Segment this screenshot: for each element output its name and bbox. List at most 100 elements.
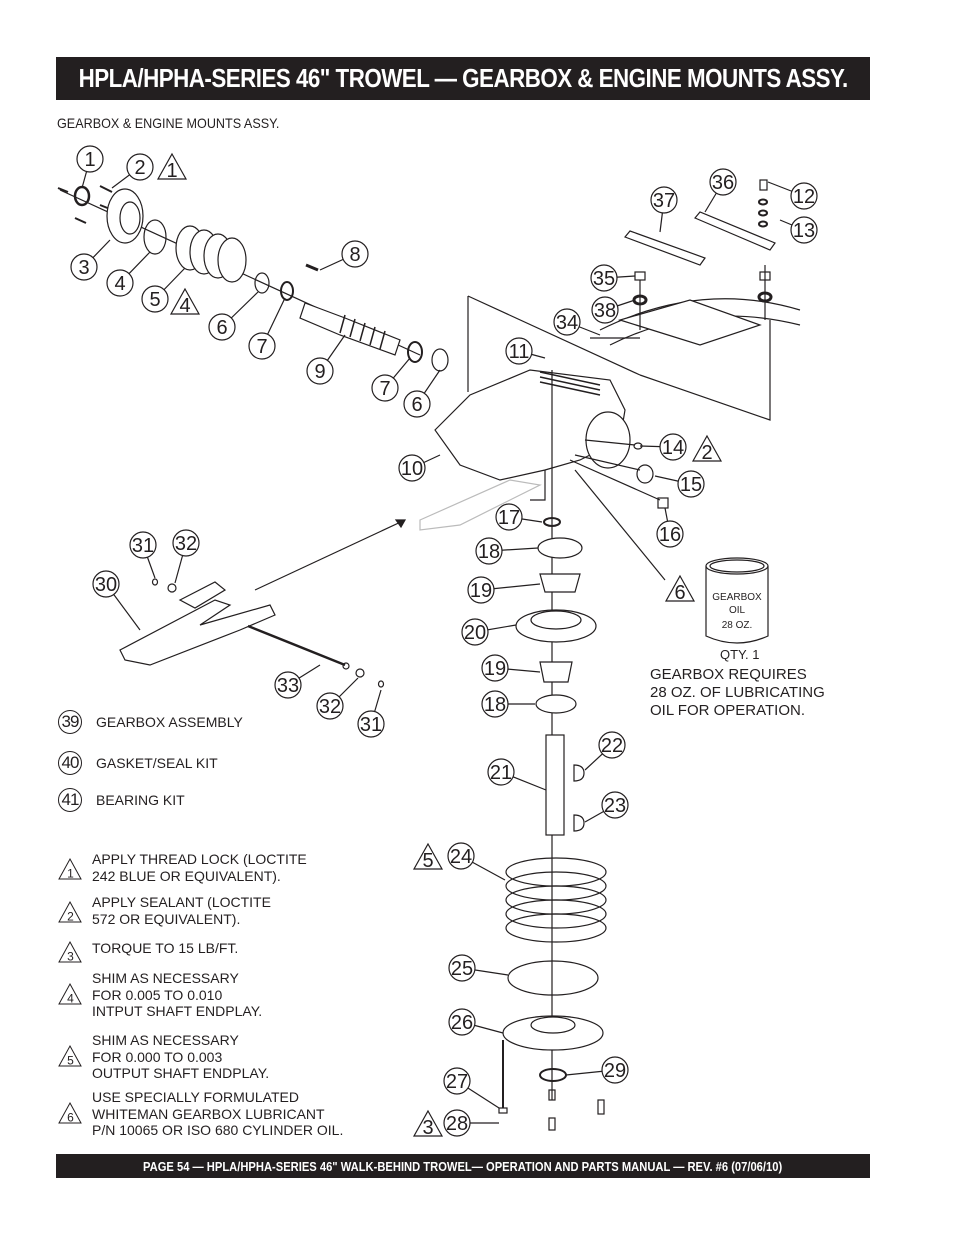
note-text: APPLY SEALANT (LOCTITE 572 OR EQUIVALENT… (92, 894, 271, 927)
callout-number: 38 (594, 300, 616, 322)
warning-triangle-icon: 5 (412, 842, 444, 872)
note-item: 6 USE SPECIALLY FORMULATED WHITEMAN GEAR… (58, 1089, 343, 1139)
callout-circle (505, 337, 533, 365)
callout-20: 20 (461, 618, 517, 646)
note-number: 4 (67, 992, 74, 1006)
note-number: 2 (67, 910, 74, 924)
callout-circle (447, 842, 475, 870)
callout-number: 26 (451, 1012, 473, 1034)
callout-34: 34 (553, 308, 601, 336)
callout-number: 17 (498, 507, 520, 529)
oil-requirement-note: GEARBOX REQUIRES 28 OZ. OF LUBRICATING O… (650, 666, 825, 719)
warning-number: 4 (179, 295, 190, 317)
warning-triangle-icon: 4 (169, 287, 201, 317)
callout-13: 13 (779, 216, 818, 244)
callout-25: 25 (448, 954, 509, 982)
callout-37: 37 (650, 186, 678, 233)
callout-circle (448, 1008, 476, 1036)
callout-35: 35 (590, 264, 636, 292)
callout-number: 4 (114, 273, 125, 295)
callout-circle (591, 296, 619, 324)
callout-number: 7 (379, 378, 390, 400)
kit-label: BEARING KIT (96, 792, 185, 808)
note-text: APPLY THREAD LOCK (LOCTITE 242 BLUE OR E… (92, 851, 307, 884)
callout-12: 12 (767, 181, 818, 210)
callout-circle (709, 168, 737, 196)
oil-can: GEARBOX OIL 28 OZ. (705, 557, 769, 644)
callout-19: 19 (481, 654, 541, 682)
callout-number: 7 (256, 336, 267, 358)
callout-circle (248, 332, 276, 360)
callout-number: 20 (464, 622, 486, 644)
callout-circle (650, 186, 678, 214)
callout-3: 3 (70, 239, 111, 281)
callout-number: 16 (659, 524, 681, 546)
callout-circle (126, 153, 154, 181)
note-number: 5 (67, 1054, 74, 1068)
callout-circle (601, 1056, 629, 1084)
page-footer-bar: PAGE 54 — HPLA/HPHA-SERIES 46" WALK-BEHI… (56, 1154, 870, 1178)
note-item: 2 APPLY SEALANT (LOCTITE 572 OR EQUIVALE… (58, 894, 271, 927)
callout-number: 11 (509, 341, 530, 363)
callout-circle (341, 240, 369, 268)
output-shaft-stack (498, 370, 607, 1131)
callout-8: 8 (319, 240, 369, 271)
warning-triangle-icon: 6 (664, 574, 696, 604)
warning-triangle-icon: 3 (58, 940, 82, 964)
callout-number: 15 (680, 474, 702, 496)
callout-circle (76, 145, 104, 173)
oil-can-label-3: 28 OZ. (722, 620, 753, 631)
callout-10: 10 (398, 454, 441, 482)
callout-number: 19 (470, 580, 492, 602)
callout-circle (481, 690, 509, 718)
gearbox-housing (419, 295, 641, 531)
kit-item: 40 GASKET/SEAL KIT (58, 751, 218, 775)
warning-triangle-icon: 6 (58, 1101, 82, 1125)
callout-23: 23 (584, 791, 629, 823)
warning-number: 5 (422, 850, 433, 872)
oil-quantity: QTY. 1 (720, 647, 760, 662)
callout-circle (306, 357, 334, 385)
callout-circle (403, 390, 431, 418)
callout-circle (129, 531, 157, 559)
callout-circle (371, 374, 399, 402)
callout-32: 32 (172, 529, 200, 584)
callout-1: 1 (76, 145, 104, 189)
callout-38: 38 (591, 296, 636, 324)
callout-7: 7 (248, 297, 286, 360)
callout-circle (70, 253, 98, 281)
callout-circle (598, 731, 626, 759)
callout-circle (316, 692, 344, 720)
callout-number: 32 (175, 533, 197, 555)
callout-number: 30 (95, 574, 117, 596)
callout-number: 2 (134, 157, 145, 179)
callout-6: 6 (208, 291, 259, 341)
callout-circle (487, 758, 515, 786)
kit-number-badge: 39 (58, 710, 82, 734)
callout-circle (398, 454, 426, 482)
note-number: 1 (67, 867, 74, 881)
note-text: TORQUE TO 15 LB/FT. (92, 940, 239, 956)
kit-item: 41 BEARING KIT (58, 788, 185, 812)
callout-number: 14 (662, 437, 684, 459)
oil-can-label-1: GEARBOX (712, 592, 762, 603)
section-subtitle: GEARBOX & ENGINE MOUNTS ASSY. (57, 115, 280, 131)
warning-triangle-icon: 1 (156, 152, 188, 182)
warning-triangle-icon: 2 (58, 900, 82, 924)
note-text: SHIM AS NECESSARY FOR 0.000 TO 0.003 OUT… (92, 1032, 270, 1081)
callout-circle (448, 954, 476, 982)
callout-31: 31 (357, 689, 385, 738)
callout-30: 30 (92, 570, 141, 631)
callout-number: 37 (653, 190, 675, 212)
callout-number: 12 (793, 186, 815, 208)
warning-number: 6 (674, 582, 685, 604)
page-footer: PAGE 54 — HPLA/HPHA-SERIES 46" WALK-BEHI… (143, 1158, 783, 1174)
callout-circle (481, 654, 509, 682)
kit-label: GASKET/SEAL KIT (96, 755, 218, 771)
callout-number: 13 (793, 220, 815, 242)
callout-number: 6 (216, 317, 227, 339)
note-item: 1 APPLY THREAD LOCK (LOCTITE 242 BLUE OR… (58, 851, 307, 884)
callout-circle (553, 308, 581, 336)
callout-number: 18 (484, 694, 506, 716)
